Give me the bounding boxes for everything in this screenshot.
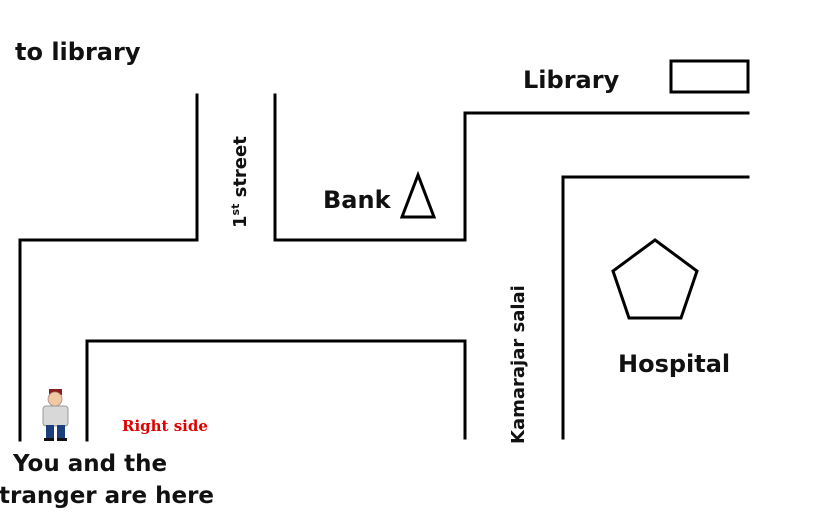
bank-triangle-icon: [399, 170, 437, 219]
kamarajar-salai-label: Kamarajar salai: [508, 285, 529, 444]
library-rectangle-icon: [669, 59, 750, 94]
to-library-label: to library: [15, 38, 141, 66]
bank-label: Bank: [323, 186, 392, 214]
road-lines: [18, 93, 750, 442]
first-street-label: 1st street: [229, 136, 251, 228]
right-side-label: Right side: [122, 417, 208, 435]
library-label: Library: [523, 66, 620, 94]
road-inner-block: [85, 339, 467, 442]
road-bank-block: [273, 93, 750, 242]
road-left-outer: [18, 93, 199, 442]
hospital-label: Hospital: [618, 350, 730, 378]
person-icon: [42, 389, 69, 441]
you-are-here-line1: You and the: [12, 451, 167, 477]
road-hospital-block: [561, 175, 750, 440]
hospital-pentagon-icon: [611, 238, 699, 320]
you-are-here-line2: tranger are here: [0, 483, 214, 509]
